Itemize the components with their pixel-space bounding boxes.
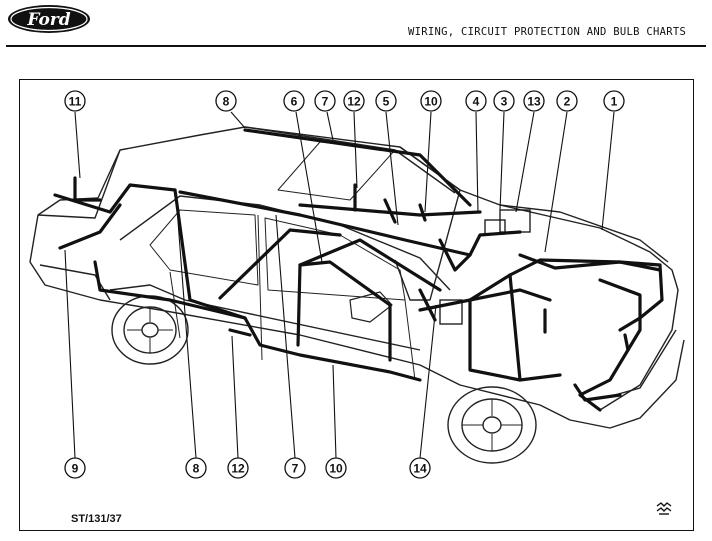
callout-8-bottom: 8 — [185, 457, 207, 479]
figure-reference: ST/131/37 — [71, 513, 122, 525]
svg-text:11: 11 — [69, 95, 82, 109]
callout-10-bottom: 10 — [325, 457, 347, 479]
svg-text:5: 5 — [383, 95, 390, 109]
svg-text:13: 13 — [527, 95, 541, 109]
svg-text:9: 9 — [72, 462, 79, 476]
callout-leaders — [64, 111, 615, 459]
ford-logo: Ford — [8, 5, 90, 33]
svg-text:8: 8 — [193, 462, 200, 476]
svg-text:3: 3 — [501, 95, 508, 109]
svg-text:10: 10 — [424, 95, 438, 109]
callout-8-top: 8 — [215, 90, 237, 112]
svg-text:6: 6 — [291, 95, 298, 109]
callout-7-bottom: 7 — [284, 457, 306, 479]
callout-6: 6 — [283, 90, 305, 112]
svg-text:14: 14 — [413, 462, 427, 476]
callouts-top: 11 8 6 7 12 5 10 4 3 13 2 1 — [64, 90, 625, 112]
callout-5: 5 — [375, 90, 397, 112]
svg-text:8: 8 — [223, 95, 230, 109]
callout-12-top: 12 — [343, 90, 365, 112]
svg-text:2: 2 — [564, 95, 571, 109]
front-wheel — [447, 386, 537, 464]
svg-text:12: 12 — [231, 462, 245, 476]
callout-14: 14 — [409, 457, 431, 479]
callout-11: 11 — [64, 90, 86, 112]
diagram-frame — [19, 79, 694, 531]
page-header-title: WIRING, CIRCUIT PROTECTION AND BULB CHAR… — [408, 26, 687, 38]
callout-2: 2 — [556, 90, 578, 112]
callout-7-top: 7 — [314, 90, 336, 112]
car-body — [29, 126, 685, 429]
wiring-harnesses — [53, 128, 664, 412]
callout-1: 1 — [603, 90, 625, 112]
svg-text:7: 7 — [292, 462, 299, 476]
header-divider — [6, 45, 706, 47]
callout-3: 3 — [493, 90, 515, 112]
svg-text:10: 10 — [329, 462, 343, 476]
svg-text:12: 12 — [347, 95, 361, 109]
publisher-mark-icon — [656, 502, 672, 515]
callout-4: 4 — [465, 90, 487, 112]
callout-13: 13 — [523, 90, 545, 112]
engine-components — [439, 209, 531, 325]
svg-text:4: 4 — [473, 95, 480, 109]
callout-9: 9 — [64, 457, 86, 479]
rear-wheel — [111, 295, 189, 365]
callout-12-bottom: 12 — [227, 457, 249, 479]
callouts-bottom: 9 8 12 7 10 14 — [64, 457, 431, 479]
svg-text:1: 1 — [611, 95, 618, 109]
svg-text:7: 7 — [322, 95, 329, 109]
ford-logo-text: Ford — [26, 10, 70, 30]
callout-10-top: 10 — [420, 90, 442, 112]
